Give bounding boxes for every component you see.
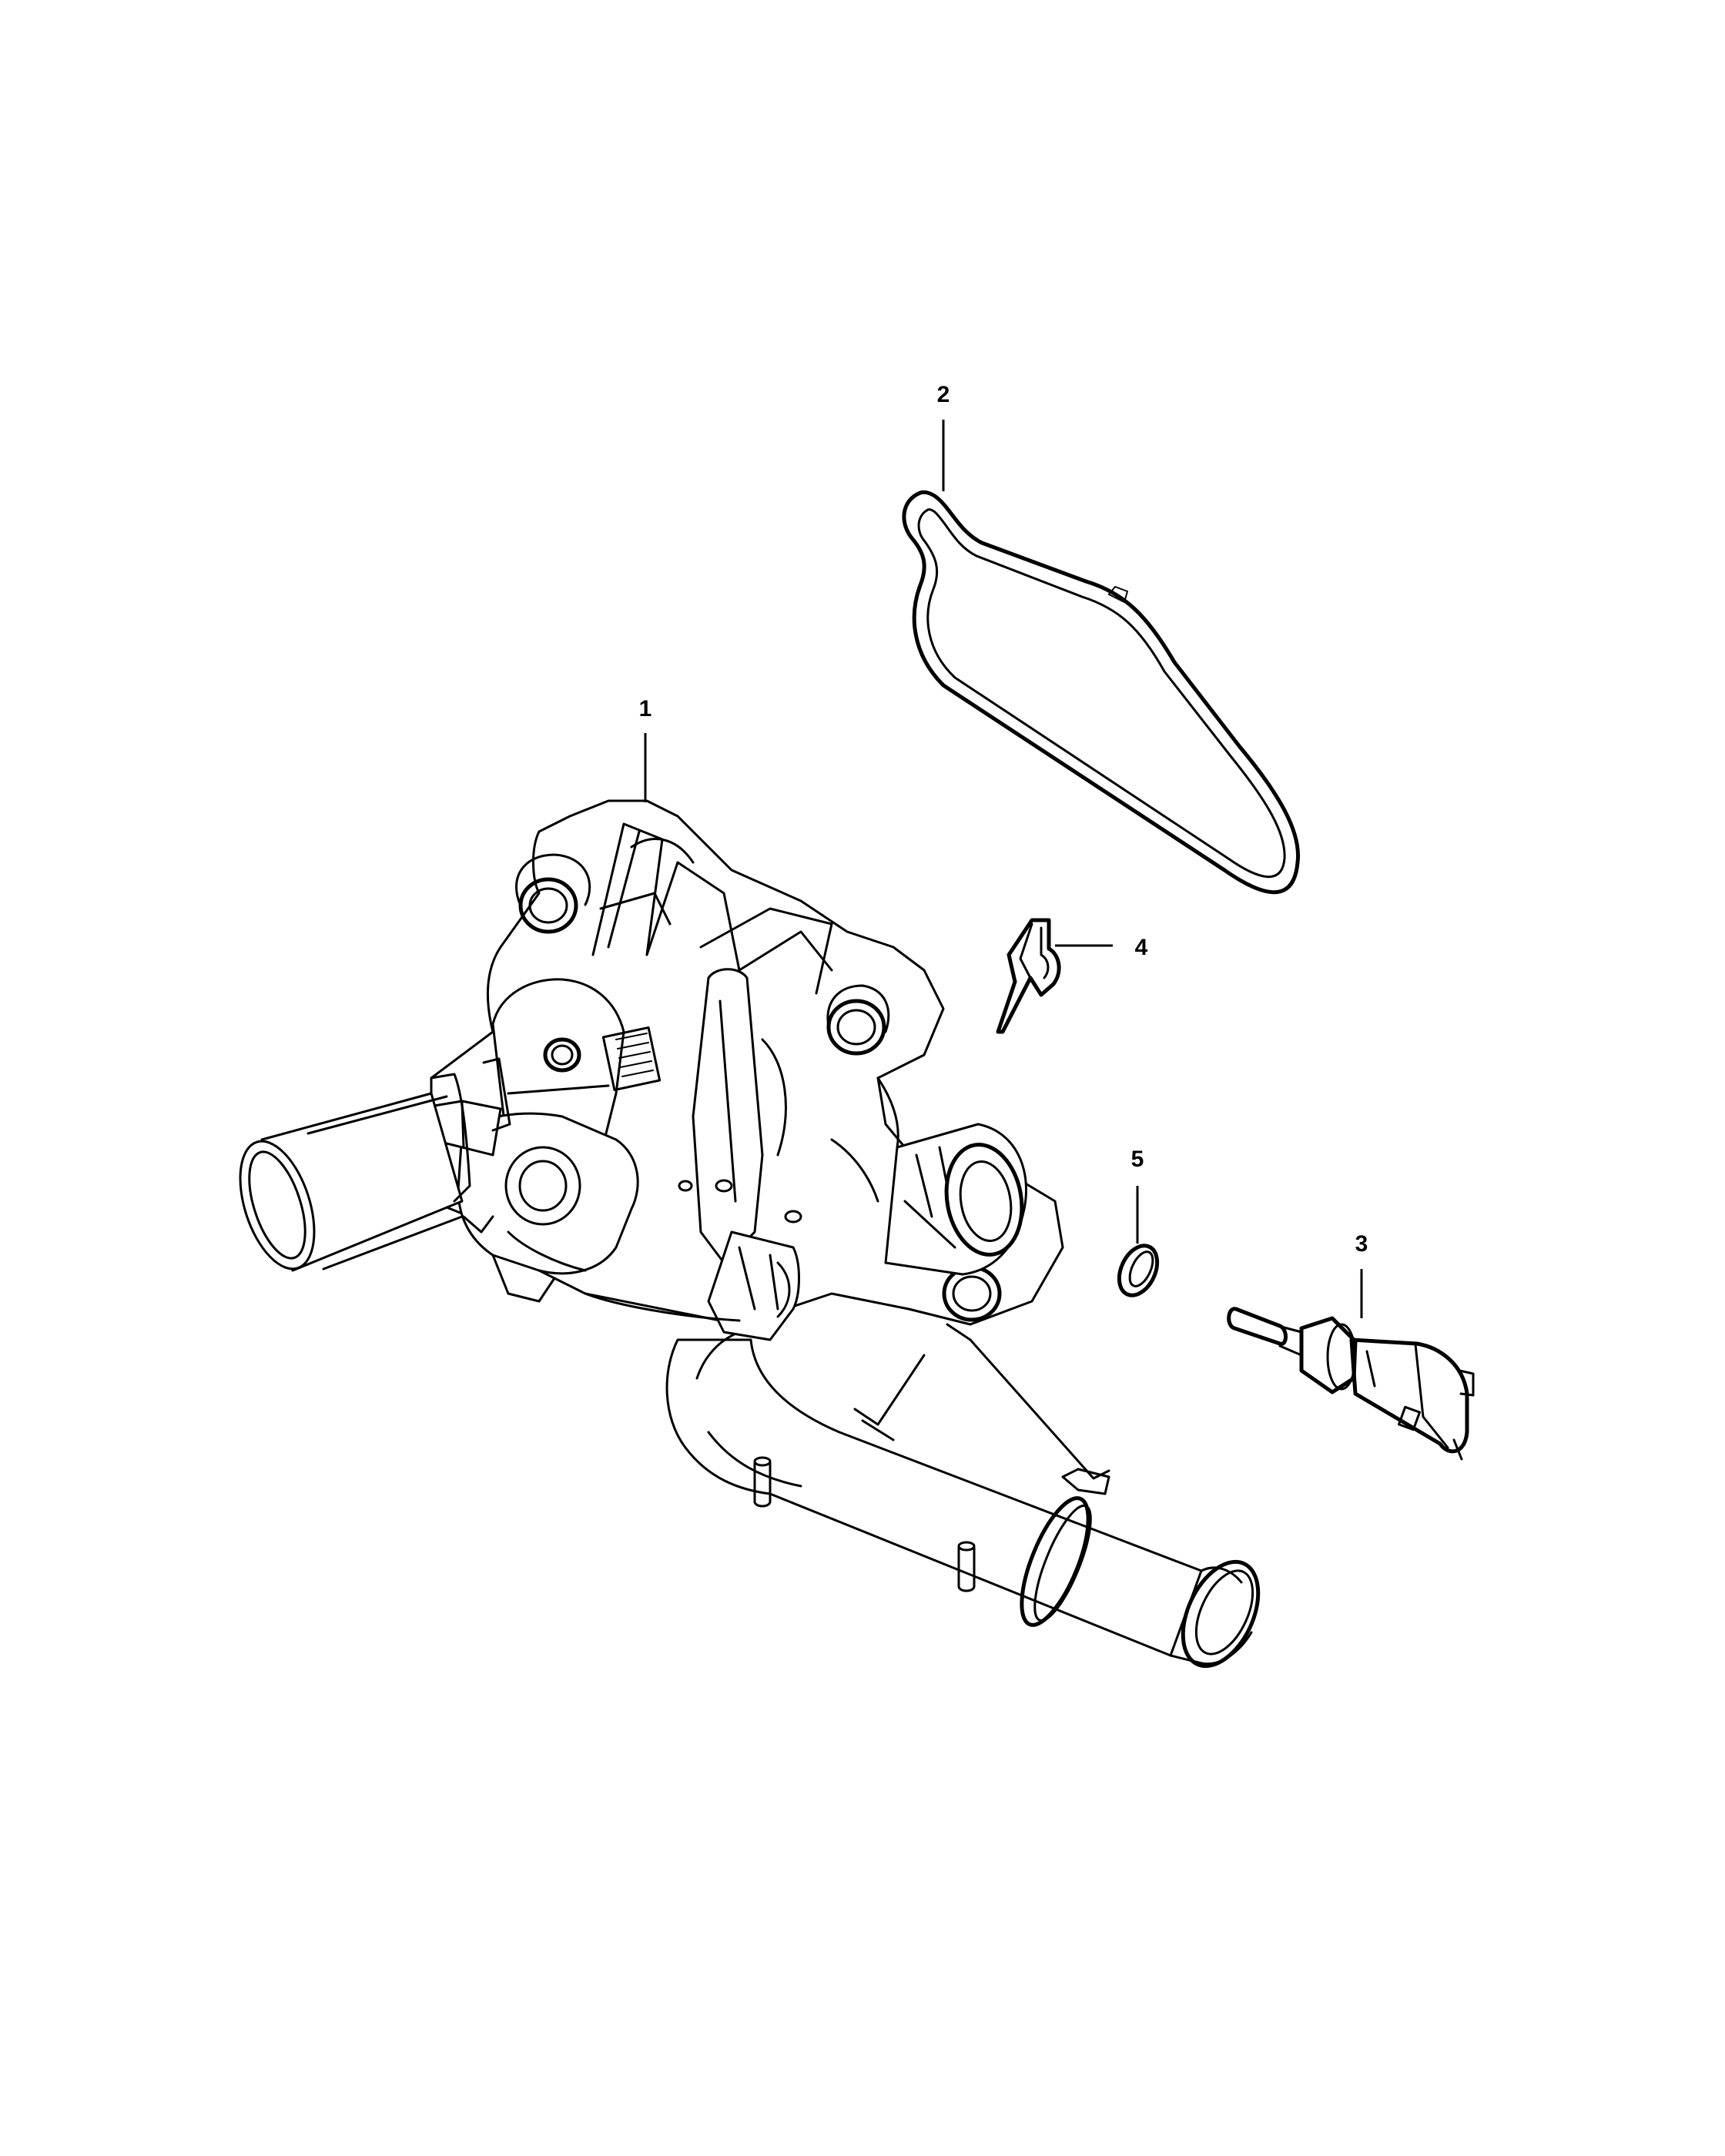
part-2-gasket[interactable] bbox=[902, 490, 1301, 895]
part-5-oring[interactable] bbox=[1112, 1240, 1165, 1301]
callout-4-label: 4 bbox=[1135, 935, 1148, 960]
callout-5-label: 5 bbox=[1131, 1147, 1144, 1172]
part-3-temperature-sensor[interactable] bbox=[1227, 1307, 1475, 1461]
part-1-thermostat-housing[interactable] bbox=[226, 799, 1273, 1678]
callout-2-label: 2 bbox=[937, 382, 950, 407]
part-4-clip[interactable] bbox=[996, 918, 1061, 1034]
callout-3-label: 3 bbox=[1355, 1231, 1368, 1257]
callout-1-label: 1 bbox=[639, 696, 652, 721]
